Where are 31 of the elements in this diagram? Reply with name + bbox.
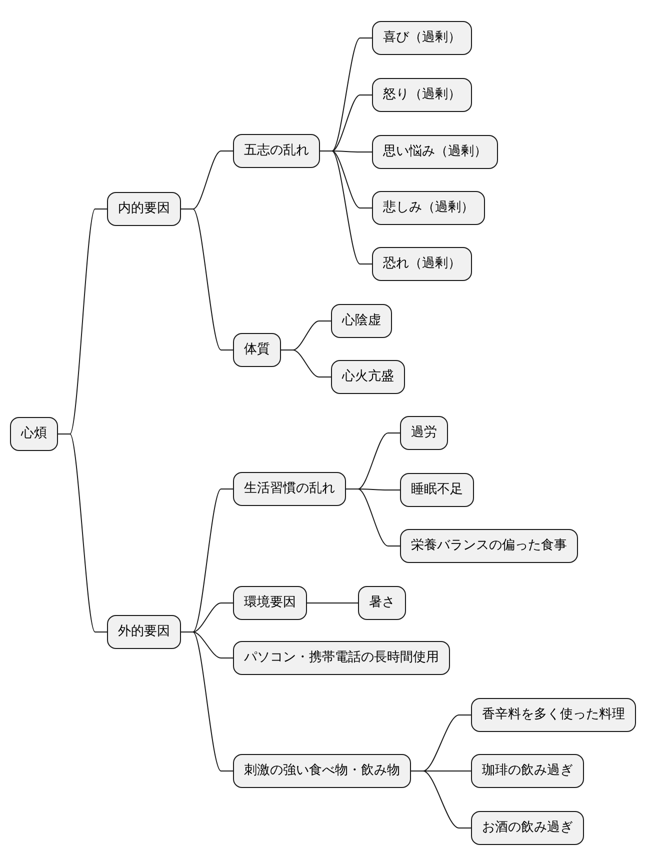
connector-line bbox=[410, 770, 472, 828]
topic-box: 五志の乱れ bbox=[233, 134, 320, 168]
topic-box: 暑さ bbox=[358, 586, 406, 620]
topic-box: 心火亢盛 bbox=[331, 360, 405, 394]
connector-line bbox=[280, 350, 332, 378]
connector-line bbox=[346, 488, 400, 546]
topic-box: 心煩 bbox=[10, 417, 58, 451]
topic-box: 刺激の強い食べ物・飲み物 bbox=[233, 754, 411, 788]
connector-line bbox=[320, 150, 372, 264]
topic-box: 生活習慣の乱れ bbox=[233, 472, 346, 506]
topic-box: 怒り（過剰） bbox=[372, 78, 472, 112]
connector-line bbox=[180, 632, 234, 772]
topic-box: お酒の飲み過ぎ bbox=[471, 811, 584, 845]
topic-box: 思い悩み（過剰） bbox=[372, 135, 498, 169]
topic-box: 環境要因 bbox=[233, 586, 307, 620]
topic-box: 香辛料を多く使った料理 bbox=[471, 698, 636, 732]
connector-line bbox=[306, 602, 358, 604]
topic-box: 悲しみ（過剰） bbox=[372, 191, 485, 225]
topic-box: 過労 bbox=[400, 416, 448, 450]
topic-box: 内的要因 bbox=[107, 192, 181, 226]
connector-line bbox=[58, 434, 108, 632]
topic-box: 睡眠不足 bbox=[400, 473, 474, 507]
topic-box: 体質 bbox=[233, 333, 281, 367]
topic-box: 心陰虚 bbox=[331, 304, 392, 338]
topic-box: パソコン・携帯電話の長時間使用 bbox=[233, 641, 450, 675]
topic-box: 栄養バランスの偏った食事 bbox=[400, 529, 578, 563]
topic-box: 喜び（過剰） bbox=[372, 21, 472, 55]
connector-line bbox=[180, 208, 234, 350]
topic-box: 恐れ（過剰） bbox=[372, 247, 472, 281]
topic-box: 外的要因 bbox=[107, 615, 181, 649]
topic-box: 珈琲の飲み過ぎ bbox=[471, 754, 584, 788]
